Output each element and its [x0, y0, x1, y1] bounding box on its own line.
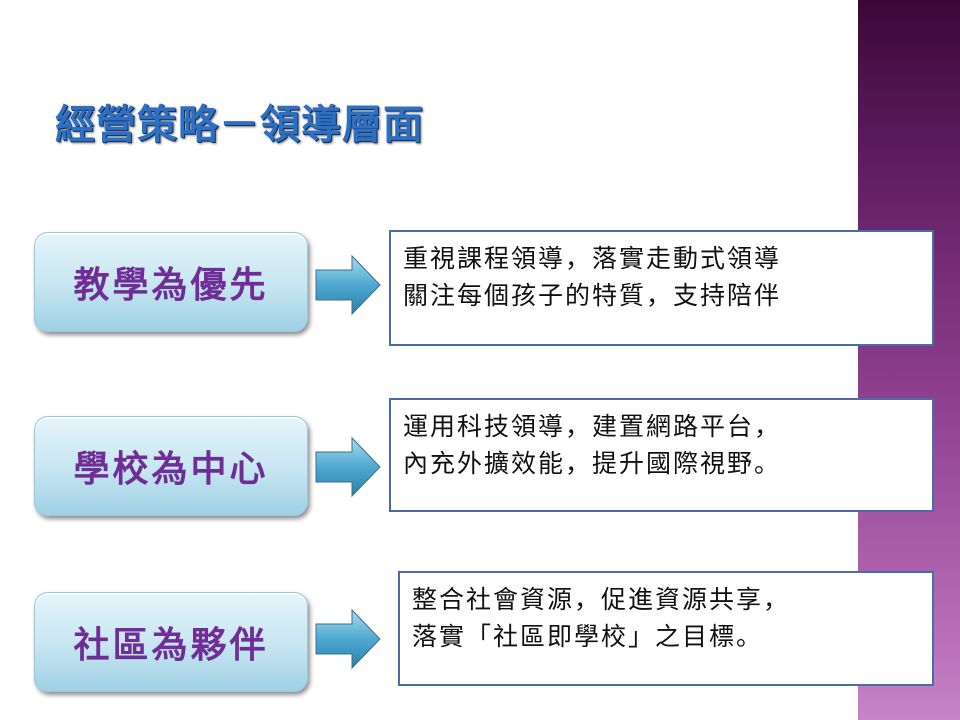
strategy-pill-teaching: 教學為優先 — [34, 232, 308, 332]
description-line: 重視課程領導，落實走動式領導 — [403, 244, 782, 273]
strategy-label: 學校為中心 — [73, 448, 269, 490]
description-line: 落實「社區即學校」之目標。 — [412, 622, 764, 651]
right-arrow-icon — [315, 254, 381, 316]
description-line: 運用科技領導，建置網路平台， — [403, 412, 782, 441]
strategy-label: 教學為優先 — [73, 264, 269, 306]
description-box-community: 整合社會資源，促進資源共享， 落實「社區即學校」之目標。 — [398, 571, 934, 686]
slide-title: 經營策略－領導層面 — [55, 102, 424, 148]
strategy-pill-community: 社區為夥伴 — [34, 592, 308, 692]
description-line: 關注每個孩子的特質，支持陪伴 — [403, 281, 782, 310]
description-line: 內充外擴效能，提升國際視野。 — [403, 449, 782, 478]
description-box-school: 運用科技領導，建置網路平台， 內充外擴效能，提升國際視野。 — [389, 398, 934, 512]
description-line: 整合社會資源，促進資源共享， — [412, 585, 791, 614]
description-box-teaching: 重視課程領導，落實走動式領導 關注每個孩子的特質，支持陪伴 — [389, 230, 934, 346]
strategy-pill-school: 學校為中心 — [34, 416, 308, 516]
strategy-label: 社區為夥伴 — [73, 624, 269, 666]
right-arrow-icon — [315, 436, 381, 498]
right-arrow-icon — [315, 608, 381, 670]
